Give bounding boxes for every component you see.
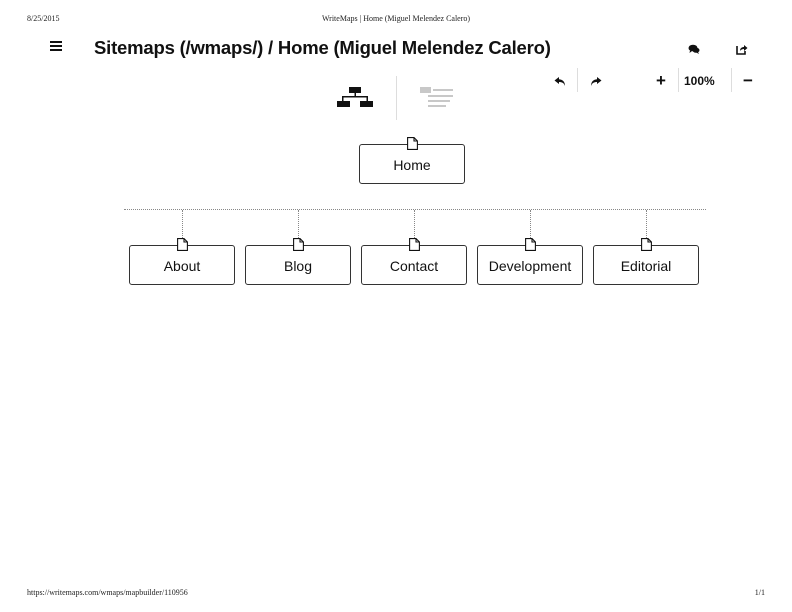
- toolbar-divider: [577, 68, 578, 92]
- comments-icon[interactable]: [687, 42, 701, 56]
- node-label: About: [163, 258, 201, 274]
- page-document-icon[interactable]: [407, 137, 418, 150]
- page-document-icon[interactable]: [641, 238, 652, 251]
- page-document-icon[interactable]: [177, 238, 188, 251]
- redo-icon[interactable]: [587, 70, 605, 92]
- connector-line: [646, 210, 647, 238]
- toolbar-divider: [731, 68, 732, 92]
- sitemap-tree-icon[interactable]: [337, 87, 375, 109]
- view-toggle-divider: [396, 76, 397, 120]
- page-title: Sitemaps (/wmaps/) / Home (Miguel Melend…: [94, 37, 551, 58]
- connector-line: [124, 209, 706, 210]
- toolbar-divider: [678, 68, 679, 92]
- hamburger-menu-icon[interactable]: [50, 41, 62, 53]
- zoom-in-button[interactable]: +: [656, 71, 666, 90]
- page-document-icon[interactable]: [525, 238, 536, 251]
- node-label: Development: [488, 258, 572, 274]
- node-label: Contact: [389, 258, 439, 274]
- node-label: Home: [393, 157, 431, 173]
- node-label: Blog: [283, 258, 313, 274]
- sitemap-node-child[interactable]: Blog: [245, 245, 351, 285]
- print-page-number: 1/1: [754, 588, 765, 597]
- connector-line: [182, 210, 183, 238]
- list-view-icon[interactable]: [418, 87, 454, 109]
- connector-line: [414, 210, 415, 238]
- zoom-level: 100%: [684, 74, 715, 88]
- sitemap-node-child[interactable]: Contact: [361, 245, 467, 285]
- connector-line: [298, 210, 299, 238]
- sitemap-node-child[interactable]: Development: [477, 245, 583, 285]
- page-document-icon[interactable]: [293, 238, 304, 251]
- connector-line: [530, 210, 531, 238]
- sitemap-node-child[interactable]: About: [129, 245, 235, 285]
- node-label: Editorial: [620, 258, 672, 274]
- print-url: https://writemaps.com/wmaps/mapbuilder/1…: [27, 588, 188, 597]
- print-date: 8/25/2015: [27, 14, 60, 23]
- page-document-icon[interactable]: [409, 238, 420, 251]
- print-page-title: WriteMaps | Home (Miguel Melendez Calero…: [321, 14, 471, 23]
- undo-icon[interactable]: [551, 70, 569, 92]
- zoom-out-button[interactable]: −: [743, 71, 753, 90]
- sitemap-node-child[interactable]: Editorial: [593, 245, 699, 285]
- share-icon[interactable]: [735, 42, 749, 56]
